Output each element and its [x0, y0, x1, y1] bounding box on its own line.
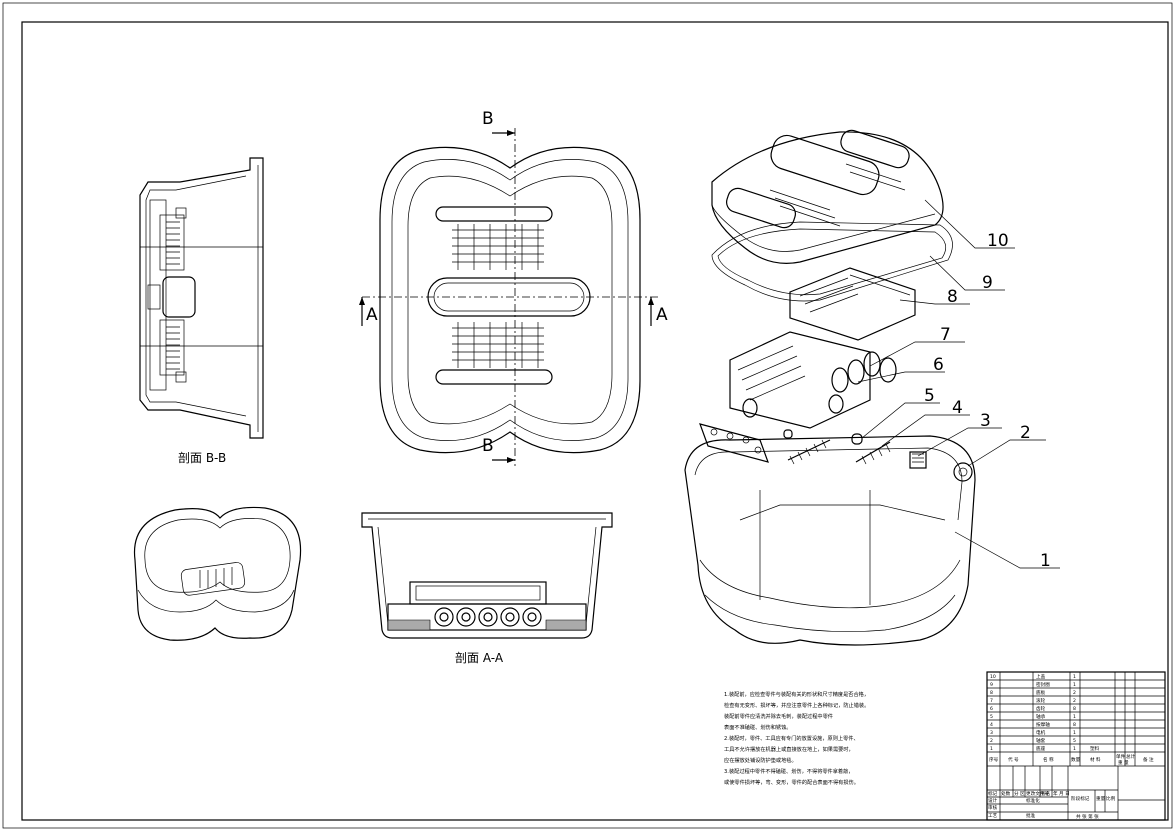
- section-label-b-bottom: B: [482, 436, 494, 456]
- isometric-assembled-view: [133, 506, 302, 641]
- tb-weight: 重量: [1096, 795, 1106, 802]
- bom-row-no: 9: [990, 682, 993, 688]
- bom-row-name: 轴套: [1036, 737, 1046, 744]
- part-number-6: 6: [933, 355, 944, 375]
- part-number-10: 10: [987, 231, 1009, 251]
- bom-header-total: 总计: [1126, 753, 1136, 760]
- caption-section-bb: 剖面 B-B: [178, 451, 226, 465]
- section-label-a-left: A: [366, 305, 378, 325]
- bom-row-no: 10: [990, 674, 996, 680]
- bom-row-qty: 1: [1073, 714, 1076, 720]
- section-aa-view: [361, 512, 613, 639]
- inner-border: [21, 21, 1169, 821]
- bom-row-material: 塑料: [1090, 745, 1100, 752]
- bom-row-no: 3: [990, 730, 993, 736]
- section-label-b-top: B: [482, 109, 494, 129]
- bom-row-name: 底板: [1036, 689, 1046, 696]
- bom-row-qty: 1: [1073, 730, 1076, 736]
- bom-row-name: 底座: [1036, 745, 1046, 752]
- note-line: 检查有无变形、损坏等，并应注意零件上各种标记，防止错装。: [724, 701, 869, 709]
- bom-row-no: 5: [990, 714, 993, 720]
- bom-row-qty: 8: [1073, 706, 1076, 712]
- bom-header-unit: 单件: [1116, 753, 1126, 760]
- bom-row-qty: 1: [1073, 674, 1076, 680]
- bom-row-qty: 5: [1073, 738, 1076, 744]
- bom-row-name: 按摩轴: [1036, 721, 1050, 728]
- part-number-9: 9: [982, 273, 993, 293]
- bom-header-weight: 重 量: [1118, 759, 1129, 766]
- tb-scale: 比例: [1106, 795, 1116, 802]
- tb-signature: 签名: [1041, 790, 1050, 797]
- tb-approve: 批准: [1026, 812, 1036, 819]
- bom-table: 10 上盖 1 9 密封圈 1 8 底板 2 7 滚轮 2 6 齿轮 8 5 轴…: [986, 671, 1166, 821]
- bom-header-name: 名 称: [1043, 756, 1054, 763]
- bom-row-no: 4: [990, 722, 993, 728]
- technical-notes: 1.装配前，应检查零件与装配有关的形状和尺寸精度是否合格， 检查有无变形、损坏等…: [724, 690, 869, 786]
- note-line: 表面不准磕碰、划伤和锈蚀。: [724, 723, 791, 731]
- bom-row-no: 2: [990, 738, 993, 744]
- tb-standardize: 标准化: [1026, 797, 1040, 804]
- tb-check: 审核: [988, 804, 998, 811]
- tb-date: 年 月 日: [1053, 790, 1070, 797]
- tb-count: 处数: [1001, 790, 1011, 797]
- note-line: 2.装配时，零件、工具应有专门的放置设施，原则上零件、: [724, 734, 859, 742]
- tb-process: 工艺: [988, 813, 998, 819]
- bom-row-qty: 1: [1073, 746, 1076, 752]
- bom-header-qty: 数量: [1071, 756, 1081, 763]
- tb-stage-mark: 阶段标记: [1071, 795, 1090, 802]
- tb-design: 设计: [988, 797, 998, 804]
- tb-change-doc: 更改文件号: [1026, 790, 1049, 797]
- bom-row-name: 滚轮: [1036, 697, 1046, 704]
- bom-header-material: 材 料: [1090, 756, 1101, 763]
- bom-row-no: 6: [990, 706, 993, 712]
- part-number-8: 8: [947, 287, 958, 307]
- part-number-3: 3: [980, 411, 991, 431]
- bom-header-no: 序号: [989, 756, 999, 763]
- part-number-4: 4: [952, 398, 963, 418]
- bom-row-no: 1: [990, 746, 993, 752]
- bom-row-name: 轴承: [1036, 713, 1046, 720]
- bom-row-qty: 8: [1073, 722, 1076, 728]
- section-bb-view: [139, 157, 264, 439]
- note-line: 或使零件损坏等，弯、变形，零件的配合表面不得有损伤。: [724, 778, 859, 786]
- part-number-5: 5: [924, 386, 935, 406]
- bom-row-name: 密封圈: [1036, 681, 1050, 688]
- plan-view: [359, 128, 660, 466]
- bom-header-code: 代 号: [1008, 756, 1019, 763]
- note-line: 3.装配过程中零件不得磕碰、划伤，不得将零件拿着敲，: [724, 767, 853, 775]
- bom-row-name: 电机: [1036, 729, 1046, 736]
- caption-section-aa: 剖面 A-A: [455, 651, 504, 665]
- bom-row-qty: 2: [1073, 690, 1076, 696]
- bom-row-no: 7: [990, 698, 993, 704]
- bom-header-remark: 备 注: [1143, 756, 1154, 763]
- note-line: 应在摆放处铺设防护垫或地毯。: [724, 756, 797, 764]
- note-line: 装配前零件应清洗并除去毛刺，装配过程中零件: [724, 712, 833, 720]
- bom-row-qty: 1: [1073, 682, 1076, 688]
- part-number-7: 7: [940, 325, 951, 345]
- bom-row-name: 齿轮: [1036, 705, 1046, 712]
- bom-row-qty: 2: [1073, 698, 1076, 704]
- exploded-view: [684, 129, 1060, 646]
- note-line: 工具不允许摆放在机器上或直接放在地上，如果需要时，: [724, 745, 854, 753]
- tb-sheets: 共 张 第 张: [1076, 813, 1099, 820]
- bom-row-no: 8: [990, 690, 993, 696]
- note-line: 1.装配前，应检查零件与装配有关的形状和尺寸精度是否合格，: [724, 690, 869, 698]
- tb-zone: 分 区: [1014, 790, 1025, 797]
- bom-row-name: 上盖: [1036, 673, 1046, 680]
- tb-marks: 标记: [988, 790, 998, 797]
- section-label-a-right: A: [656, 305, 668, 325]
- part-number-1: 1: [1040, 551, 1051, 571]
- part-number-2: 2: [1020, 423, 1031, 443]
